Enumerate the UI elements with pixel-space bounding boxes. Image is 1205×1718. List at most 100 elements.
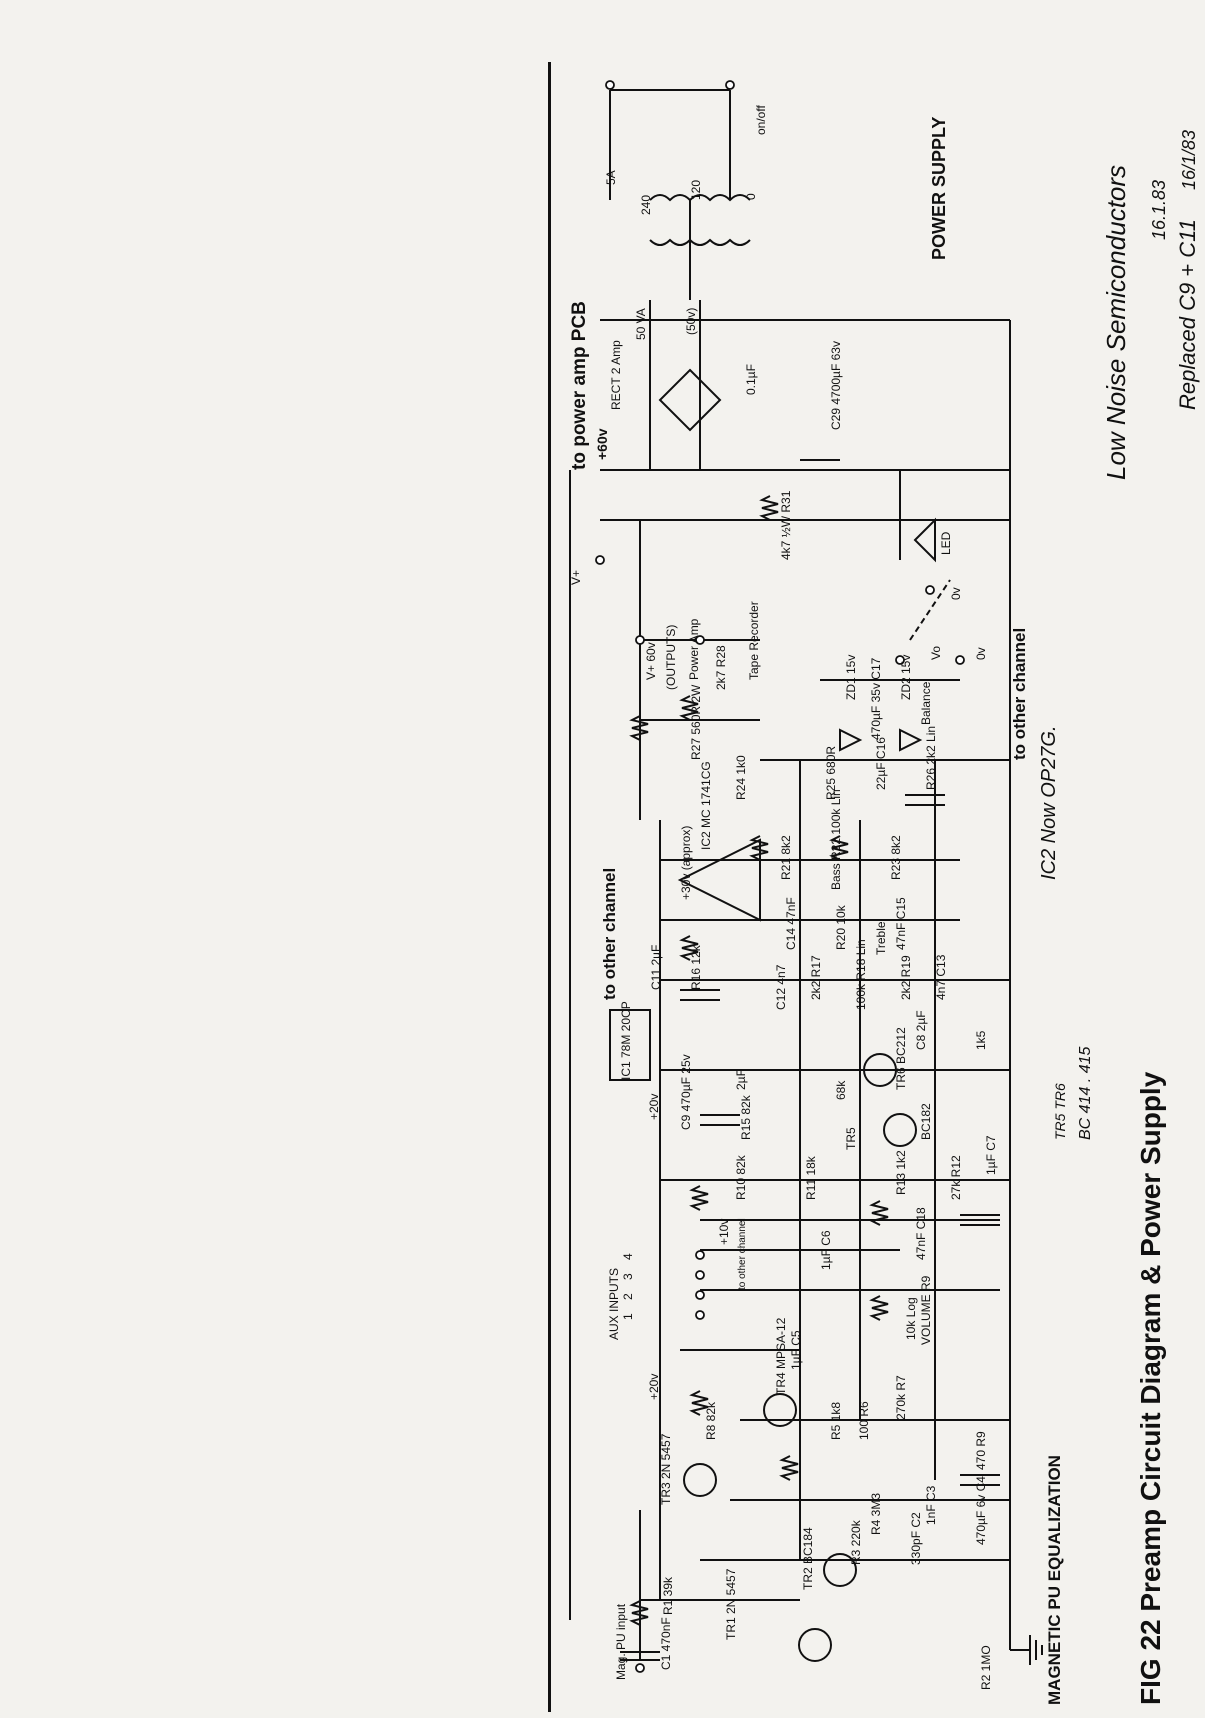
- note-date-2: 16/1/83: [1179, 130, 1199, 190]
- label-c15: 47nF C15: [894, 897, 908, 950]
- label-r9: 10k Log: [904, 1297, 918, 1340]
- label-c17: 470µF 35v C17: [869, 657, 883, 740]
- label-r25: R25 680R: [824, 746, 838, 800]
- label-tr5: TR5: [844, 1127, 858, 1150]
- label-r19: 2k2 R19: [899, 955, 913, 1000]
- note-replaced: Replaced C9 + C11: [1175, 219, 1200, 410]
- resistor-r28: [679, 695, 699, 721]
- label-aux-4: 4: [621, 1253, 635, 1260]
- resistor-r23: [829, 835, 849, 861]
- note-low-noise: Low Noise Semiconductors: [1101, 165, 1131, 480]
- label-on-off: on/off: [754, 105, 768, 135]
- terminal-aux-2: [695, 1290, 705, 1300]
- terminal-aux-1: [695, 1310, 705, 1320]
- terminal-switch-b: [725, 80, 735, 90]
- label-c16: 22µF C16: [874, 737, 888, 790]
- label-xfmr: 50 VA: [634, 308, 648, 340]
- label-tr6: TR6 BC212: [894, 1027, 908, 1090]
- label-c11: C11 2µF: [649, 945, 663, 990]
- label-balance: Balance: [919, 681, 933, 725]
- label-r6: 100 R6: [857, 1401, 871, 1440]
- transformer-secondary: [649, 238, 751, 246]
- capacitor-c4: [960, 1474, 1000, 1486]
- label-120: 120: [689, 180, 703, 200]
- label-cap01: 0.1µF: [744, 364, 758, 395]
- handwritten-notes: Low Noise Semiconductors 16.1.83 Replace…: [1038, 130, 1200, 1140]
- label-r3: R3 220k: [849, 1519, 863, 1565]
- label-to-other-channel-bottom: to other channel: [1010, 628, 1029, 760]
- note-ic2-op27g: IC2 Now OP27G.: [1038, 725, 1060, 880]
- label-r11: R11 18k: [804, 1155, 818, 1200]
- note-bc414: BC 414 . 415: [1077, 1047, 1094, 1141]
- resistor-r1: [629, 1600, 649, 1626]
- label-r20: R20 10k: [834, 904, 848, 950]
- label-r12: 27k R12: [949, 1155, 963, 1200]
- figure-title: FIG 22 Preamp Circuit Diagram & Power Su…: [1135, 1071, 1166, 1705]
- label-c5: 1µF C5: [789, 1330, 803, 1370]
- terminal-aux-3: [695, 1270, 705, 1280]
- transistor-tr4: [763, 1393, 797, 1427]
- capacitor-c7: [960, 1214, 1000, 1226]
- label-to-power-amp-pcb: to power amp PCB: [569, 301, 590, 470]
- label-r23: R23 8k2: [889, 835, 903, 880]
- terminal-switch-a: [605, 80, 615, 90]
- label-r15: R15 82k: [739, 1094, 753, 1140]
- resistor-r5: [779, 1455, 799, 1481]
- resistor-r16: [679, 935, 699, 961]
- label-treble: Treble: [874, 921, 888, 955]
- terminal-vo: [895, 655, 905, 665]
- label-c13: 4n7 C13: [934, 954, 948, 1000]
- label-outputs: (OUTPUTS): [664, 625, 678, 690]
- terminal-0v-a: [925, 585, 935, 595]
- label-r8: R8 82k: [704, 1401, 718, 1440]
- zener-zd2: [899, 728, 923, 752]
- section-power-supply: POWER SUPPLY: [929, 117, 949, 260]
- label-r27: R27 560R 2W: [689, 684, 703, 760]
- headline-labels: to other channel to other channel to pow…: [569, 117, 1166, 1705]
- label-r1k5: 1k5: [974, 1030, 988, 1050]
- label-c3: 1nF C3: [924, 1485, 938, 1525]
- label-out-tape-recorder: Tape Recorder: [747, 601, 761, 680]
- capacitor-c29: [800, 459, 840, 471]
- label-led: LED: [939, 531, 953, 555]
- label-c2: 330pF C2: [909, 1512, 923, 1565]
- label-r4: R4 3M3: [869, 1493, 883, 1535]
- label-0: 0: [744, 193, 758, 200]
- label-240: 240: [639, 195, 653, 215]
- transistor-tr3: [683, 1463, 717, 1497]
- terminal-mag-pu: [635, 1663, 645, 1673]
- label-c4: 470µF 6v C4: [974, 1476, 988, 1545]
- label-ic2: IC2 MC 1741CG: [699, 761, 713, 850]
- schematic-symbols: [609, 194, 1000, 1662]
- label-r9e: 470 R9: [974, 1431, 988, 1470]
- resistor-r8: [689, 1390, 709, 1416]
- label-0v-a: 0v: [949, 587, 963, 600]
- label-c6: 1µF C6: [819, 1230, 833, 1270]
- label-tr4: TR4 MPSA-12: [774, 1317, 788, 1395]
- label-r28: 2k7 R28: [714, 645, 728, 690]
- label-r24: R24 1k0: [734, 755, 748, 800]
- section-equalization: MAGNETIC PU EQUALIZATION: [1045, 1455, 1064, 1705]
- label-plus-60v: +60v: [594, 428, 610, 460]
- label-r13: R13 1k2: [894, 1150, 908, 1195]
- label-tr3: TR3 2N 5457: [659, 1433, 673, 1505]
- terminal-power-amp: [635, 635, 645, 645]
- label-c12: C12 4n7: [774, 964, 788, 1010]
- label-50v: (50v): [684, 308, 698, 335]
- label-r2: R2 1MO: [979, 1645, 993, 1690]
- led: [913, 517, 936, 563]
- capacitor-c9: [700, 1114, 740, 1126]
- label-c9: C9 470µF 25v: [679, 1054, 693, 1130]
- label-c29: C29 4700µF 63v: [829, 341, 843, 430]
- label-r18: 100k R18 Lin: [854, 939, 868, 1010]
- label-ic1: IC1 78M 20CP: [619, 1001, 633, 1080]
- capacitor-c11: [680, 989, 720, 1001]
- label-r17: 2k2 R17: [809, 955, 823, 1000]
- resistor-r13: [869, 1200, 889, 1226]
- resistor-r10: [689, 1185, 709, 1211]
- label-volume: VOLUME R9: [919, 1275, 933, 1345]
- label-r1: R1 39k: [661, 1576, 675, 1615]
- label-5a: 5A: [604, 170, 618, 185]
